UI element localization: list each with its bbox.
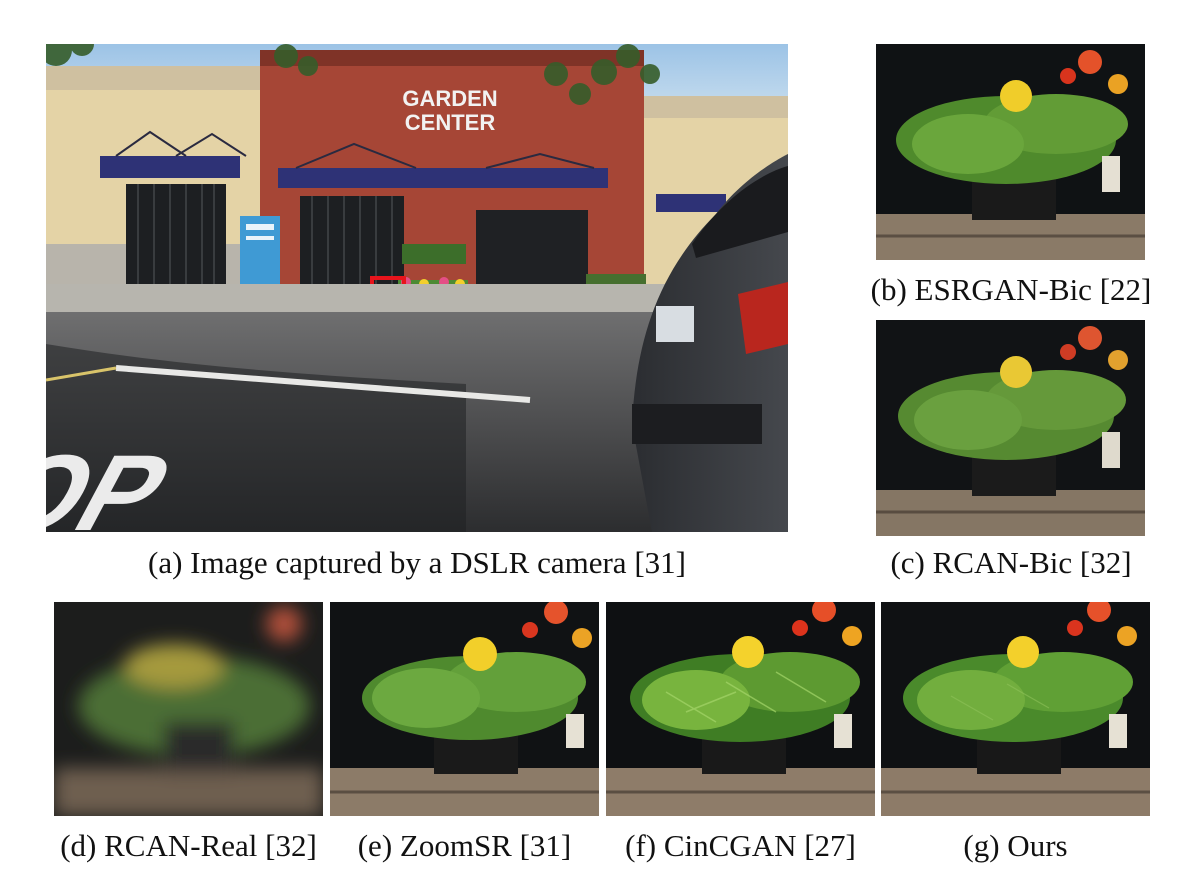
sign-garden: GARDEN bbox=[402, 86, 497, 111]
crop-panel-f bbox=[606, 602, 875, 816]
flower-crop-image bbox=[881, 602, 1150, 816]
crop-panel-b bbox=[876, 44, 1145, 260]
flower-crop-image bbox=[876, 320, 1145, 536]
main-photo-panel: GARDEN CENTER bbox=[46, 44, 788, 532]
flower-crop-image bbox=[606, 602, 875, 816]
caption-f: (f) CinCGAN [27] bbox=[625, 828, 856, 863]
sign-center: CENTER bbox=[405, 110, 496, 135]
caption-e: (e) ZoomSR [31] bbox=[357, 828, 572, 863]
flower-crop-image bbox=[876, 44, 1145, 260]
crop-panel-e bbox=[330, 602, 599, 816]
garden-center-photo: GARDEN CENTER bbox=[46, 44, 788, 532]
crop-panel-d bbox=[54, 602, 323, 816]
caption-g: (g) Ours bbox=[963, 828, 1068, 863]
caption-d: (d) RCAN-Real [32] bbox=[60, 828, 317, 863]
caption-a: (a) Image captured by a DSLR camera [31] bbox=[148, 545, 686, 580]
flower-crop-image bbox=[54, 602, 323, 816]
caption-b: (b) ESRGAN-Bic [22] bbox=[870, 272, 1152, 307]
crop-panel-g bbox=[881, 602, 1150, 816]
crop-panel-c bbox=[876, 320, 1145, 536]
flower-crop-image bbox=[330, 602, 599, 816]
caption-c: (c) RCAN-Bic [32] bbox=[890, 545, 1132, 580]
